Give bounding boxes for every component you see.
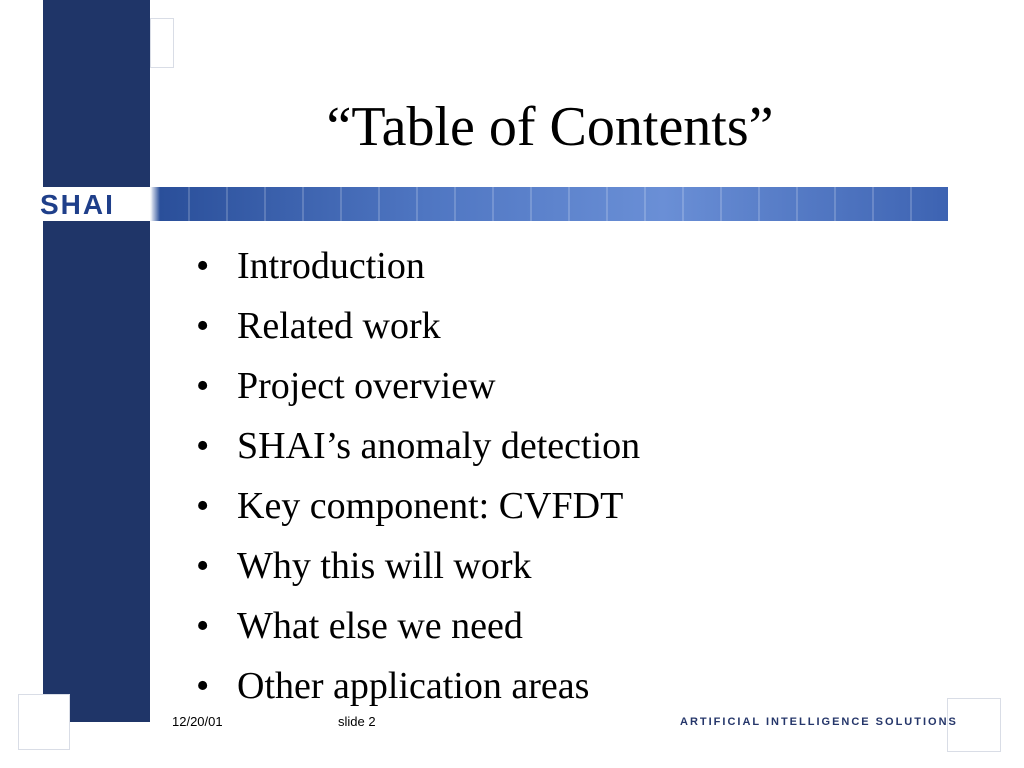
bullet-icon: • bbox=[196, 425, 210, 467]
toc-item: • Introduction bbox=[196, 236, 640, 296]
toc-item: • Project overview bbox=[196, 356, 640, 416]
toc-item: • What else we need bbox=[196, 596, 640, 656]
bullet-icon: • bbox=[196, 665, 210, 707]
toc-item-label: Related work bbox=[237, 305, 441, 347]
toc-item-label: Key component: CVFDT bbox=[237, 485, 624, 527]
bullet-icon: • bbox=[196, 365, 210, 407]
bottom-right-decorative-box bbox=[947, 698, 1001, 752]
footer-date: 12/20/01 bbox=[172, 714, 223, 729]
bullet-icon: • bbox=[196, 485, 210, 527]
left-sidebar-band bbox=[43, 0, 150, 722]
toc-list: • Introduction • Related work • Project ove… bbox=[196, 236, 640, 716]
bullet-icon: • bbox=[196, 605, 210, 647]
toc-item: • Key component: CVFDT bbox=[196, 476, 640, 536]
toc-item-label: Introduction bbox=[237, 245, 425, 287]
banner-pattern bbox=[150, 187, 948, 221]
toc-item: • Related work bbox=[196, 296, 640, 356]
top-decorative-box bbox=[150, 18, 174, 68]
toc-item: • Why this will work bbox=[196, 536, 640, 596]
slide-title: “Table of Contents” bbox=[326, 96, 774, 158]
footer-brand: ARTIFICIAL INTELLIGENCE SOLUTIONS bbox=[680, 716, 958, 728]
bullet-icon: • bbox=[196, 245, 210, 287]
bottom-left-decorative-box bbox=[18, 694, 70, 750]
toc-item-label: SHAI’s anomaly detection bbox=[237, 425, 641, 467]
footer-slide-number: slide 2 bbox=[338, 714, 376, 729]
toc-item-label: What else we need bbox=[237, 605, 523, 647]
toc-item-label: Why this will work bbox=[237, 545, 532, 587]
shai-logo: SHAI bbox=[40, 189, 115, 220]
logo-area: SHAI bbox=[0, 187, 150, 221]
bullet-icon: • bbox=[196, 545, 210, 587]
header-banner: SHAI bbox=[0, 187, 948, 221]
bullet-icon: • bbox=[196, 305, 210, 347]
toc-item-label: Project overview bbox=[237, 365, 496, 407]
toc-item: • Other application areas bbox=[196, 656, 640, 716]
toc-item: • SHAI’s anomaly detection bbox=[196, 416, 640, 476]
toc-item-label: Other application areas bbox=[237, 665, 590, 707]
